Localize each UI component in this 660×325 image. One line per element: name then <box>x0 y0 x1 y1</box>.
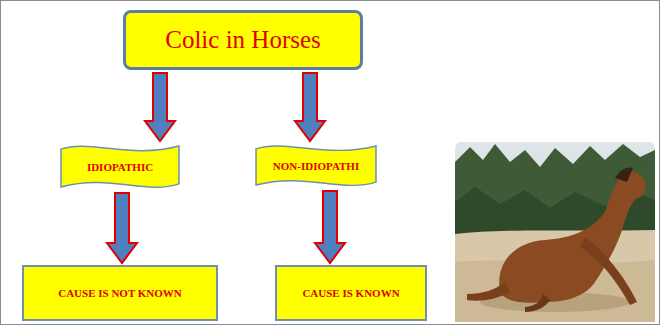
horse-photo <box>455 142 655 322</box>
node-label: Colic in Horses <box>165 26 321 54</box>
block-arrow <box>315 191 345 263</box>
result-box: CAUSE IS KNOWN <box>275 265 427 321</box>
title-box: Colic in Horses <box>123 10 363 70</box>
node-label: CAUSE IS NOT KNOWN <box>58 287 182 299</box>
block-arrow <box>295 73 325 141</box>
node-label: IDIOPATHIC <box>87 161 153 173</box>
block-arrow <box>107 193 137 263</box>
block-arrow <box>145 73 175 141</box>
result-box: CAUSE IS NOT KNOWN <box>22 265 218 321</box>
node-label: NON-IDIOPATHI <box>273 160 359 172</box>
banner-shape: NON-IDIOPATHI <box>255 143 377 188</box>
banner-shape: IDIOPATHIC <box>60 143 180 190</box>
node-label: CAUSE IS KNOWN <box>302 287 399 299</box>
